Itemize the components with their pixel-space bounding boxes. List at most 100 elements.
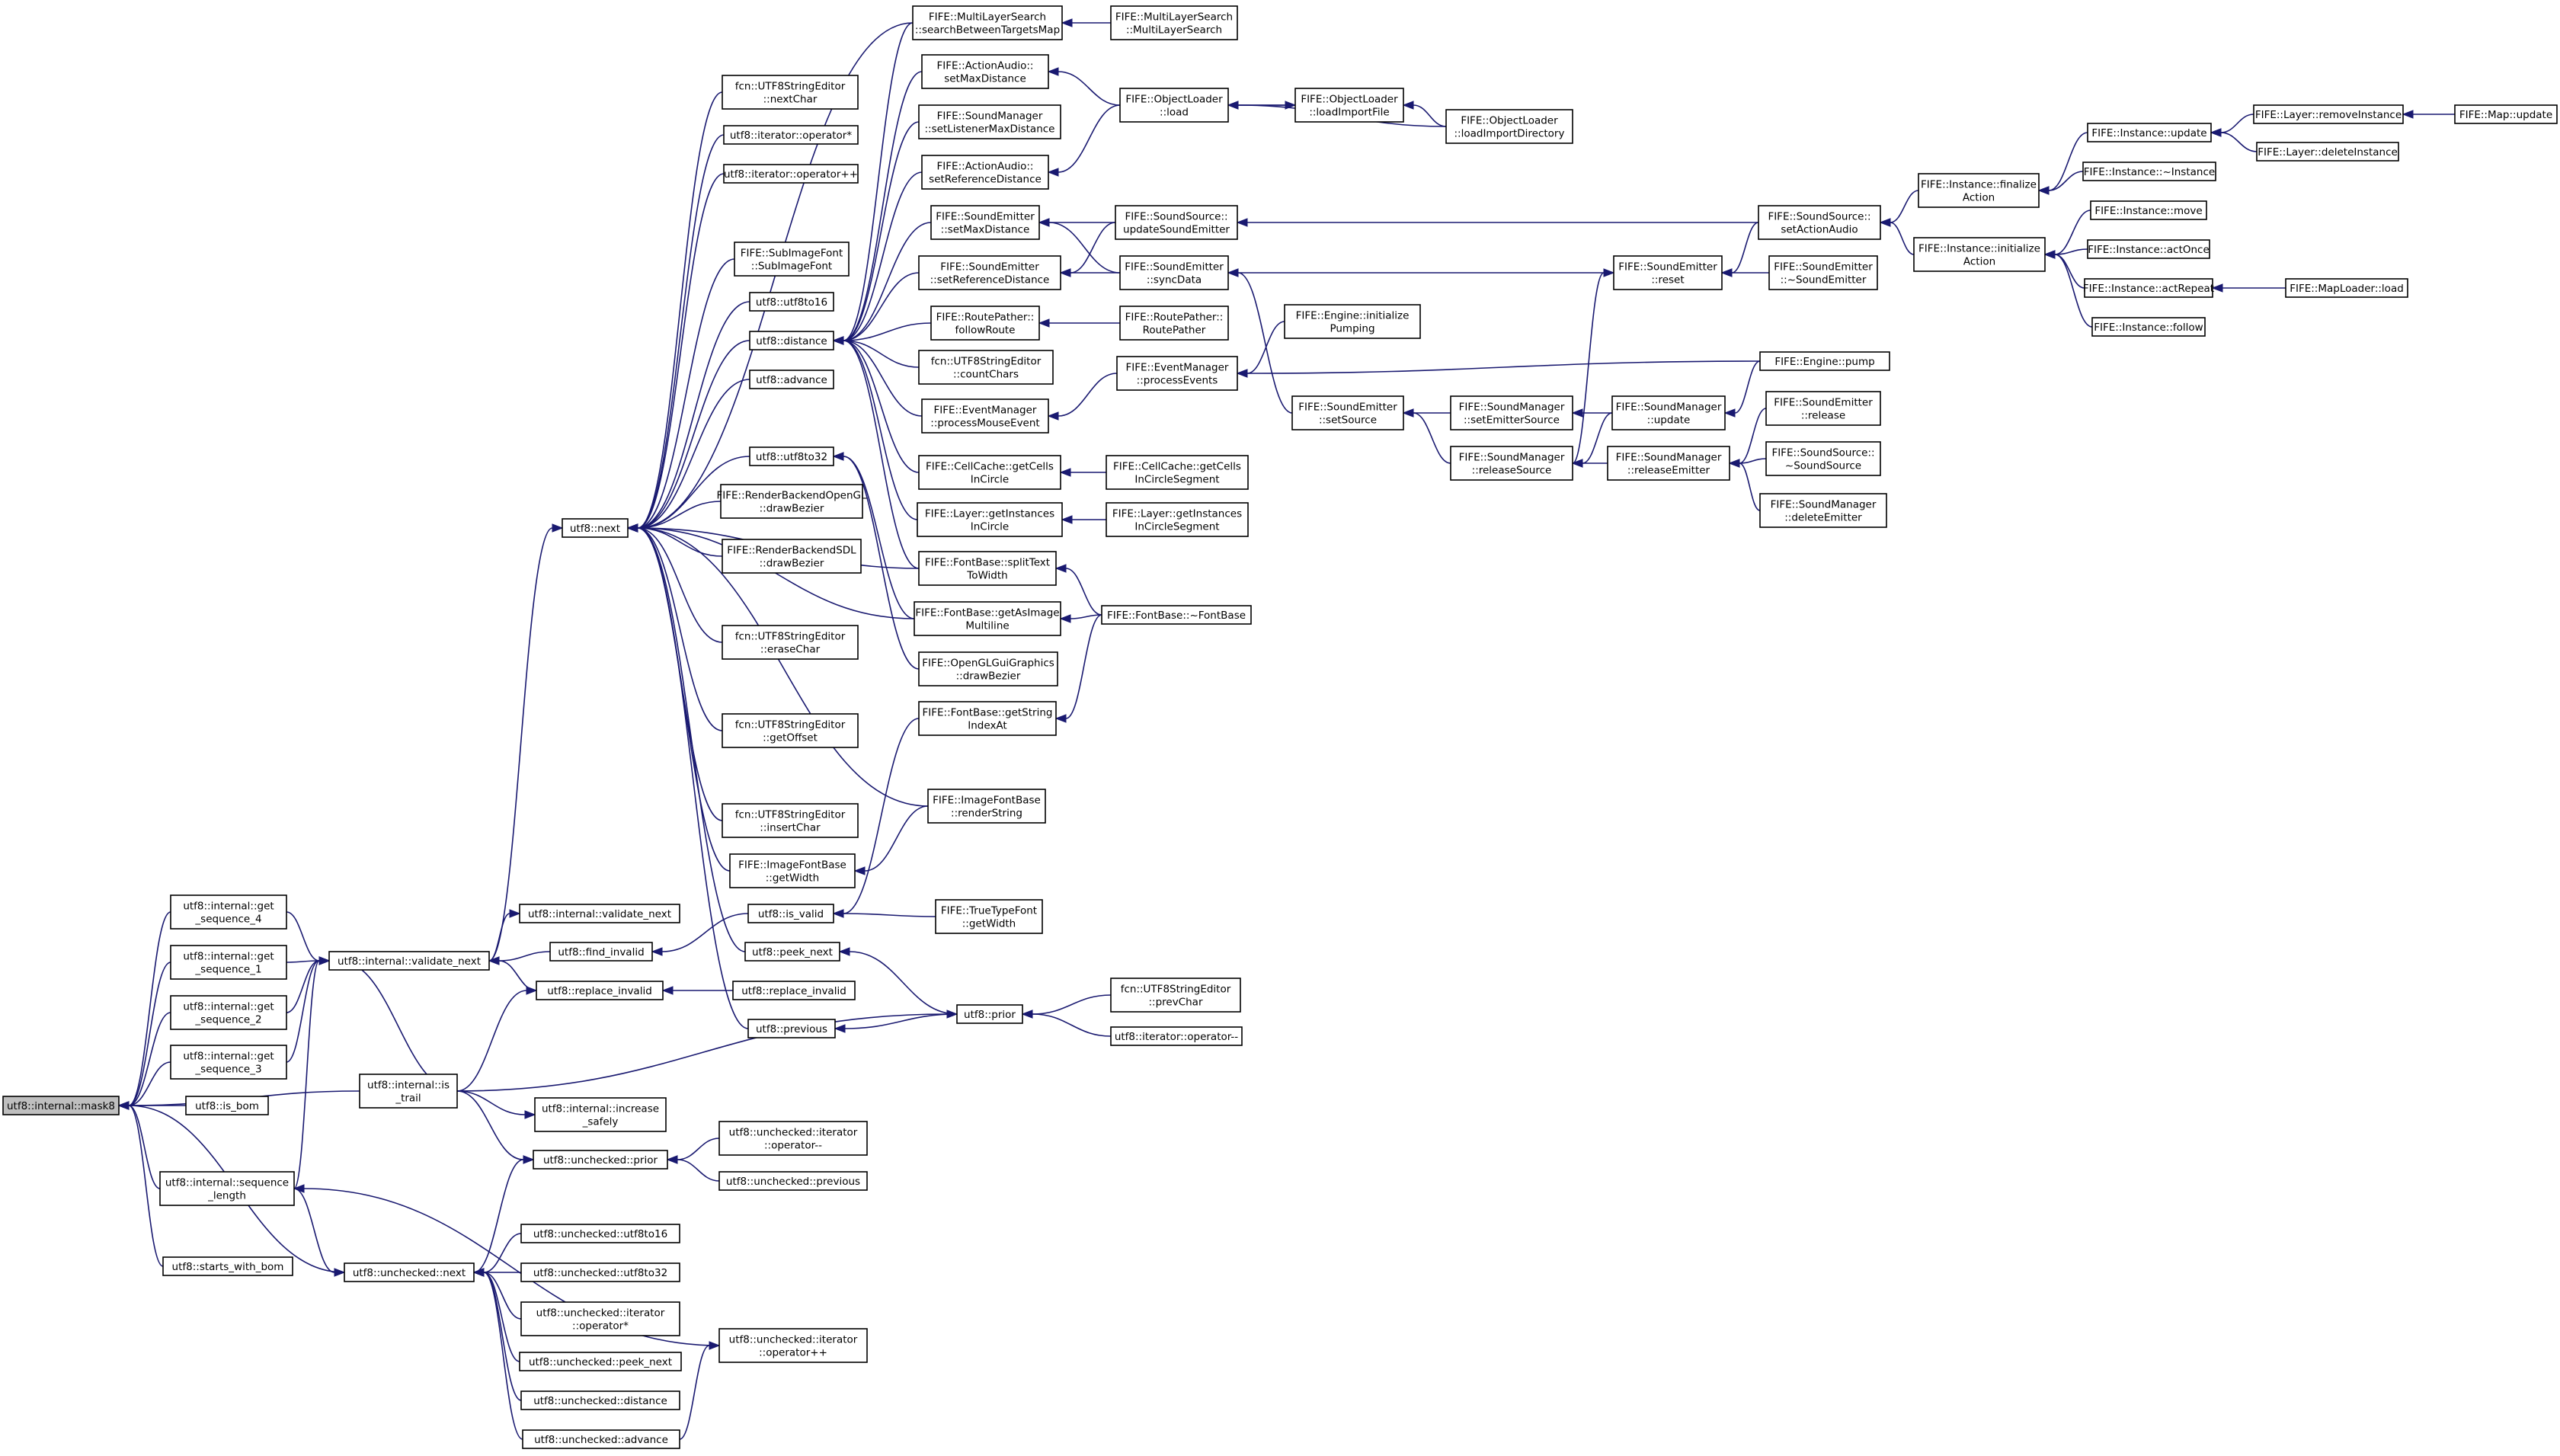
node-uncprior[interactable]: utf8::unchecked::prior (533, 1150, 668, 1170)
node-pump[interactable]: FIFE::Engine::pump (1759, 351, 1890, 371)
node-aaref[interactable]: FIFE::ActionAudio::setReferenceDistance (921, 155, 1049, 190)
node-uadv[interactable]: utf8::unchecked::advance (522, 1429, 680, 1449)
node-nextchar[interactable]: fcn::UTF8StringEditor::nextChar (722, 75, 859, 110)
node-gs3[interactable]: utf8::internal::get_sequence_3 (170, 1045, 287, 1080)
node-olimpfile[interactable]: FIFE::ObjectLoader::loadImportFile (1294, 88, 1404, 123)
node-smrelem[interactable]: FIFE::SoundManager::releaseEmitter (1607, 446, 1730, 481)
node-oglbez[interactable]: FIFE::OpenGLGuiGraphics::drawBezier (918, 651, 1058, 686)
node-ttfw[interactable]: FIFE::TrueTypeFont::getWidth (935, 899, 1043, 934)
node-ssupd[interactable]: FIFE::SoundSource::updateSoundEmitter (1115, 205, 1238, 240)
node-ifbrender[interactable]: FIFE::ImageFontBase::renderString (927, 789, 1046, 824)
node-fbdtor[interactable]: FIFE::FontBase::~FontBase (1101, 605, 1252, 625)
node-rpctor[interactable]: FIFE::RoutePather::RoutePather (1119, 306, 1229, 341)
node-uprevious[interactable]: utf8::unchecked::previous (718, 1171, 868, 1191)
node-emproc[interactable]: FIFE::EventManager::processEvents (1116, 356, 1238, 391)
node-iterstar[interactable]: utf8::iterator::operator* (723, 125, 859, 145)
node-uiterstar[interactable]: utf8::unchecked::iterator::operator* (520, 1301, 680, 1336)
node-ivalnext[interactable]: utf8::internal::validate_next (519, 904, 680, 923)
node-ssaudio[interactable]: FIFE::SoundSource::setActionAudio (1758, 205, 1881, 240)
node-isvalid[interactable]: utf8::is_valid (747, 904, 834, 923)
node-upeek[interactable]: utf8::unchecked::peek_next (519, 1352, 682, 1371)
node-rbgl[interactable]: FIFE::RenderBackendOpenGL::drawBezier (717, 484, 867, 519)
node-pme[interactable]: FIFE::EventManager::processMouseEvent (921, 398, 1049, 434)
node-next[interactable]: utf8::next (562, 518, 629, 538)
node-ifbw[interactable]: FIFE::ImageFontBase::getWidth (729, 853, 856, 888)
node-iterpp[interactable]: utf8::iterator::operator++ (723, 164, 859, 184)
node-u32[interactable]: utf8::unchecked::utf8to32 (520, 1262, 680, 1282)
node-utf8to32[interactable]: utf8::utf8to32 (749, 446, 834, 466)
node-instrepeat[interactable]: FIFE::Instance::actRepeat (2083, 278, 2214, 298)
node-utf8to16[interactable]: utf8::utf8to16 (749, 292, 834, 312)
node-rpfollow[interactable]: FIFE::RoutePather::followRoute (930, 306, 1040, 341)
node-maploader[interactable]: FIFE::MapLoader::load (2285, 278, 2408, 298)
node-ssdtor[interactable]: FIFE::SoundSource::~SoundSource (1765, 441, 1881, 476)
node-rbsdl[interactable]: FIFE::RenderBackendSDL::drawBezier (722, 539, 862, 574)
node-instupd[interactable]: FIFE::Instance::update (2087, 123, 2212, 142)
node-isbom[interactable]: utf8::is_bom (185, 1096, 269, 1115)
node-advance[interactable]: utf8::advance (749, 370, 834, 389)
node-sedtor[interactable]: FIFE::SoundEmitter::~SoundEmitter (1768, 255, 1878, 290)
node-istrail[interactable]: utf8::internal::is_trail (359, 1074, 458, 1109)
node-layrem[interactable]: FIFE::Layer::removeInstance (2253, 104, 2404, 124)
node-u16[interactable]: utf8::unchecked::utf8to16 (520, 1224, 680, 1243)
node-mlsearch[interactable]: FIFE::MultiLayerSearch::searchBetweenTar… (912, 5, 1063, 40)
node-olload[interactable]: FIFE::ObjectLoader::load (1119, 88, 1229, 123)
node-erase[interactable]: fcn::UTF8StringEditor::eraseChar (722, 625, 859, 660)
node-serelease[interactable]: FIFE::SoundEmitter::release (1765, 391, 1881, 426)
node-mapupd[interactable]: FIFE::Map::update (2454, 104, 2558, 124)
node-smrelsrc[interactable]: FIFE::SoundManager::releaseSource (1450, 446, 1573, 481)
node-sesetsrc[interactable]: FIFE::SoundEmitter::setSource (1291, 395, 1404, 430)
node-gs4[interactable]: utf8::internal::get_sequence_4 (170, 894, 287, 930)
node-incsafe[interactable]: utf8::internal::increase_safely (534, 1097, 667, 1132)
node-instdtor[interactable]: FIFE::Instance::~Instance (2082, 162, 2216, 181)
node-validnext[interactable]: utf8::internal::validate_next (328, 951, 490, 971)
node-uiterpp[interactable]: utf8::unchecked::iterator::operator++ (718, 1328, 868, 1363)
node-laydel[interactable]: FIFE::Layer::deleteInstance (2256, 142, 2399, 162)
node-smupdate[interactable]: FIFE::SoundManager::update (1611, 395, 1726, 430)
node-previous[interactable]: utf8::previous (747, 1019, 836, 1038)
node-gs1[interactable]: utf8::internal::get_sequence_1 (170, 945, 287, 980)
node-insert[interactable]: fcn::UTF8StringEditor::insertChar (722, 803, 859, 838)
node-aamax[interactable]: FIFE::ActionAudio::setMaxDistance (921, 54, 1049, 89)
node-swb[interactable]: utf8::starts_with_bom (162, 1256, 293, 1276)
node-uiterminus[interactable]: utf8::unchecked::iterator::operator-- (718, 1121, 868, 1156)
node-seref[interactable]: FIFE::SoundEmitter::setReferenceDistance (918, 255, 1061, 290)
node-instmove[interactable]: FIFE::Instance::move (2090, 200, 2207, 220)
node-sesync[interactable]: FIFE::SoundEmitter::syncData (1119, 255, 1229, 290)
node-getoff[interactable]: fcn::UTF8StringEditor::getOffset (722, 713, 859, 748)
node-olimpdir[interactable]: FIFE::ObjectLoader::loadImportDirectory (1445, 109, 1573, 144)
node-mlsctor[interactable]: FIFE::MultiLayerSearch::MultiLayerSearch (1110, 5, 1238, 40)
node-findinv[interactable]: utf8::find_invalid (549, 942, 653, 962)
node-smdelem[interactable]: FIFE::SoundManager::deleteEmitter (1759, 493, 1887, 528)
node-sereset[interactable]: FIFE::SoundEmitter::reset (1613, 255, 1723, 290)
node-prior[interactable]: utf8::prior (956, 1004, 1023, 1024)
node-gs2[interactable]: utf8::internal::get_sequence_2 (170, 995, 287, 1030)
node-instfollow[interactable]: FIFE::Instance::follow (2091, 317, 2206, 337)
node-instonce[interactable]: FIFE::Instance::actOnce (2087, 239, 2210, 259)
node-udist[interactable]: utf8::unchecked::distance (520, 1390, 680, 1410)
node-replinv[interactable]: utf8::replace_invalid (536, 981, 664, 1000)
node-smlisten[interactable]: FIFE::SoundManager::setListenerMaxDistan… (918, 104, 1061, 139)
node-prevchar[interactable]: fcn::UTF8StringEditor::prevChar (1110, 978, 1241, 1013)
node-distance[interactable]: utf8::distance (749, 331, 834, 350)
node-countchars[interactable]: fcn::UTF8StringEditor::countChars (918, 350, 1054, 385)
node-iterminus[interactable]: utf8::iterator::operator-- (1110, 1026, 1243, 1046)
node-replinv2[interactable]: utf8::replace_invalid (732, 981, 856, 1000)
node-subimg[interactable]: FIFE::SubImageFont::SubImageFont (734, 242, 850, 277)
node-uncnext[interactable]: utf8::unchecked::next (344, 1262, 475, 1282)
node-seqlen[interactable]: utf8::internal::sequence_length (159, 1171, 295, 1206)
node-mask8[interactable]: utf8::internal::mask8 (2, 1096, 120, 1115)
node-semax[interactable]: FIFE::SoundEmitter::setMaxDistance (930, 205, 1040, 240)
node-smsetemsrc[interactable]: FIFE::SoundManager::setEmitterSource (1450, 395, 1573, 430)
node-peeknext[interactable]: utf8::peek_next (744, 942, 840, 962)
